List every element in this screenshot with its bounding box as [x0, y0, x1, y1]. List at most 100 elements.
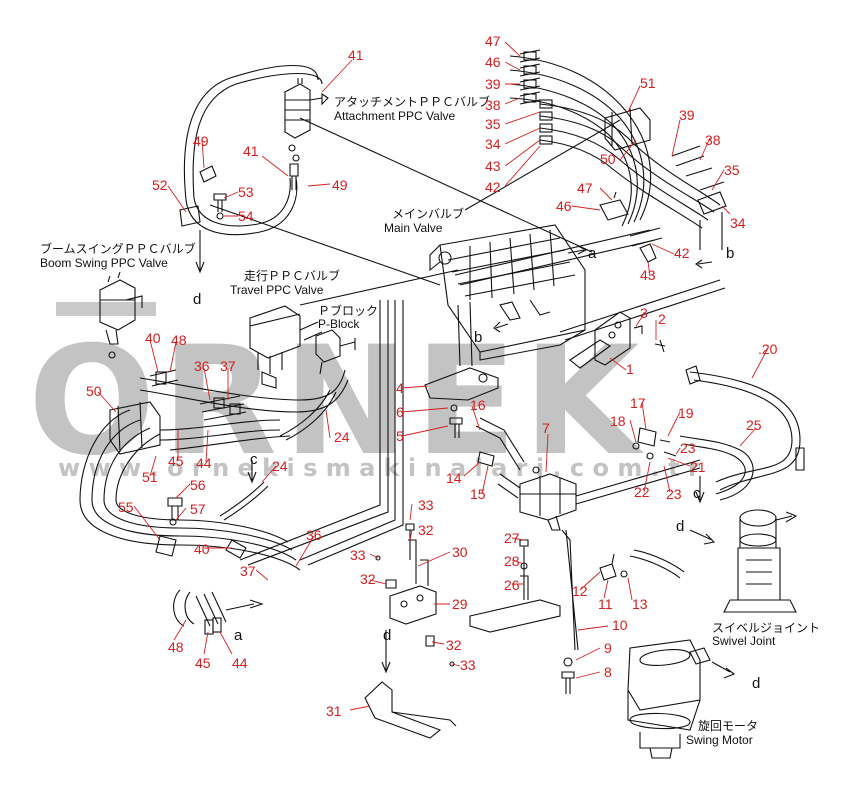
- callout-number: 55: [118, 499, 134, 515]
- callout-number: 27: [504, 530, 520, 546]
- fitting-40-48: [149, 369, 179, 387]
- hose-20-end: [795, 447, 805, 471]
- callout-number: 45: [195, 655, 211, 671]
- fitting-19-21: [659, 439, 677, 457]
- bolt-53: [213, 193, 227, 212]
- callout-number: 47: [485, 33, 501, 49]
- hose-clamp: [179, 205, 201, 227]
- callout-number: 34: [485, 136, 501, 152]
- callout-number: 51: [142, 469, 158, 485]
- attachment-label-jp: アタッチメントＰＰＣバルブ: [334, 94, 490, 109]
- leader-line: [464, 119, 621, 211]
- callout-number: 43: [485, 158, 501, 174]
- callout-number: 33: [350, 547, 366, 563]
- linework: [79, 49, 805, 759]
- main-valve: [429, 224, 586, 361]
- callout-number: 7: [542, 420, 550, 436]
- component-labels: アタッチメントＰＰＣバルブ Attachment PPC Valve メインバル…: [40, 94, 820, 747]
- swing-label-en: Swing Motor: [686, 733, 753, 747]
- pipe-16: [475, 417, 525, 471]
- hose-clamp: [199, 165, 217, 183]
- callout-number: 40: [145, 330, 161, 346]
- callout-number: 47: [577, 180, 593, 196]
- callout-number: 11: [598, 596, 613, 612]
- callout-number: 32: [418, 522, 434, 538]
- o-ring-33b: [449, 661, 455, 667]
- callout-number: 9: [604, 640, 612, 656]
- hose-connector: [697, 191, 727, 215]
- callout-number: 17: [630, 395, 646, 411]
- main-pipe: [454, 229, 656, 286]
- hose-sleeve-left: [117, 401, 143, 453]
- fitting-stem: [699, 212, 723, 250]
- fitting-36-37: [229, 403, 241, 415]
- swing-motor: [627, 639, 736, 759]
- washer-54: [216, 212, 224, 220]
- callout-number: 16: [470, 397, 486, 413]
- arrow-d-right: [689, 529, 716, 545]
- bolt-56: [167, 497, 183, 520]
- callout-number: 40: [194, 541, 210, 557]
- callout-number: 46: [485, 54, 501, 70]
- arrow-b-left: [493, 321, 509, 333]
- callout-numbers: 47 46 39 38 35 34 43 42 41 51 50 39 38 3…: [86, 33, 778, 719]
- callout-number: 52: [152, 177, 168, 193]
- callout-number: 57: [190, 501, 206, 517]
- o-ring-13: [620, 570, 628, 578]
- callout-number: 13: [632, 596, 648, 612]
- callout-number: 23: [666, 486, 682, 502]
- callout-number: 37: [220, 358, 236, 374]
- callout-number: 32: [446, 637, 462, 653]
- boom-swing-label-jp: ブームスイングＰＰＣバルブ: [40, 241, 196, 256]
- callout-number: 18: [610, 413, 626, 429]
- callout-number: 48: [171, 332, 187, 348]
- callout-number: 5: [396, 428, 404, 444]
- callout-number: 41: [348, 47, 364, 63]
- callout-number: 29: [452, 596, 468, 612]
- letter-a: a: [588, 245, 597, 262]
- clamp-40: [225, 539, 247, 559]
- hose-20: [689, 371, 801, 491]
- p-block-label-en: P-Block: [318, 317, 360, 331]
- bracket-4: [424, 301, 499, 401]
- return-pipe: [559, 279, 726, 341]
- callout-number: 19: [678, 405, 694, 421]
- pilot-hose: [183, 65, 319, 236]
- fitting-14: [477, 451, 495, 467]
- boom-swing-label-en: Boom Swing PPC Valve: [40, 256, 168, 270]
- callout-number: 12: [572, 583, 588, 599]
- hose-42: [629, 227, 663, 247]
- callout-number: 33: [460, 657, 476, 673]
- callout-number: 49: [332, 177, 348, 193]
- hose-clamp-55: [155, 535, 177, 557]
- bolt-5: [449, 417, 463, 438]
- callout-number: 2: [658, 311, 666, 327]
- letter-d: d: [193, 291, 201, 308]
- main-valve-label-jp: メインバルブ: [392, 206, 464, 221]
- plug-32: [385, 579, 397, 589]
- callout-number: 46: [556, 198, 572, 214]
- callout-number: 6: [396, 404, 404, 420]
- callout-number: 36: [306, 527, 322, 543]
- bracket-1: [569, 311, 666, 369]
- letter-d: d: [752, 675, 760, 692]
- swivel-label-jp: スイベルジョイント: [712, 621, 820, 635]
- callout-number: 50: [600, 151, 616, 167]
- callout-number: .20: [758, 341, 778, 357]
- arrow-a: [567, 245, 588, 255]
- callout-number: 3: [640, 305, 648, 321]
- callout-number: 39: [485, 76, 501, 92]
- boom-swing-ppc-valve: [99, 271, 143, 359]
- watermark-logo-bar: [56, 302, 156, 316]
- callout-number: 42: [485, 179, 501, 195]
- callout-number: 24: [272, 458, 288, 474]
- callout-number: 36: [194, 358, 210, 374]
- leader-line: [299, 117, 593, 253]
- fitting-11-12: [599, 553, 617, 581]
- p-block-label-jp: Ｐブロック: [318, 303, 378, 318]
- callout-number: 30: [452, 544, 468, 560]
- callout-number: 39: [679, 107, 695, 123]
- washer-57: [169, 518, 177, 526]
- letter-b: b: [474, 329, 482, 346]
- letter-c: c: [250, 451, 258, 468]
